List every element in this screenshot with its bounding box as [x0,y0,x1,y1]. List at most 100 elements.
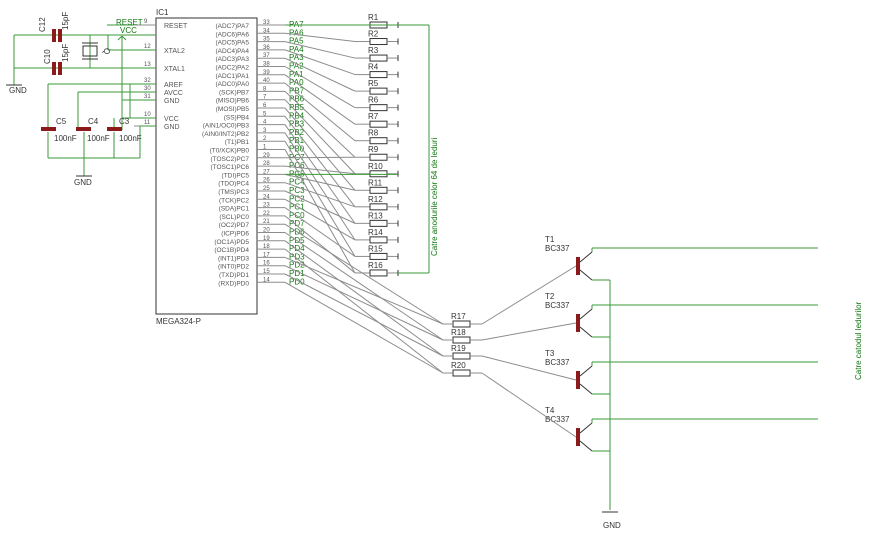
right-pin-net: PD0 [289,277,305,286]
right-pin-function: (AIN1/OC0)PB3 [203,123,250,130]
cap-c5-name: C5 [56,117,67,126]
transistor-name: T3 [545,349,555,358]
transistor-collector-leg [579,251,593,263]
right-pin-net: PD2 [289,261,305,270]
right-pin-function: (ADC7)PA7 [216,23,250,30]
anode-resistor-name: R5 [368,79,379,88]
anode-resistor-name: R3 [368,46,379,55]
right-pin-number: 1 [263,145,267,151]
anode-resistor-name: R12 [368,195,383,204]
anode-resistor [369,186,388,194]
right-pin-number: 25 [263,186,270,192]
right-pin-number: 36 [263,45,270,51]
right-pin-function: (SDA)PC1 [219,206,250,213]
cap-c3-name: C3 [119,117,130,126]
right-pin-function: (ADC2)PA2 [216,65,250,72]
gnd-label-right: GND [603,521,621,530]
anode-resistor [369,153,388,161]
anode-resistor [369,38,388,46]
right-pin-net: PC6 [289,161,305,170]
transistor-base-wire [481,355,577,381]
right-pin-function: (TOSC2)PC7 [210,156,249,163]
right-pin-number: 34 [263,28,270,34]
note-cathodes: Catre catodul ledurilor [854,301,863,380]
transistor-name: T2 [545,292,555,301]
right-pin-net: PD4 [289,244,305,253]
cap-c12-value: 15pF [61,12,70,30]
anode-resistor [369,269,388,277]
cap-c3-value: 100nF [119,134,142,143]
right-pin-net: PC2 [289,194,305,203]
anode-resistor-name: R2 [368,30,379,39]
pd-fan-wire [284,232,444,341]
transistor-collector-leg [579,422,593,434]
right-pin-function: (MISO)PB6 [216,98,250,105]
right-pin-function: (ADC1)PA1 [216,73,250,80]
right-pin-function: (RXD)PD0 [218,280,249,287]
anode-resistor [369,170,388,178]
right-pin-number: 23 [263,203,270,209]
transistor-name: T1 [545,235,555,244]
pd-fan-wire [284,223,444,325]
anode-resistor-name: R11 [368,178,383,187]
left-pin-label: VCC [164,116,179,123]
right-pin-number: 14 [263,277,270,283]
right-pin-function: (ICP)PD6 [221,231,249,238]
right-pin-number: 33 [263,20,270,26]
right-pin-number: 4 [263,120,267,126]
right-pin-number: 18 [263,244,270,250]
transistor-base-wire [481,372,577,438]
right-pin-function: (SCL)PC0 [219,214,249,221]
anode-resistor [369,252,388,260]
transistor-base-bar [576,314,580,332]
ic-name: IC1 [156,8,169,17]
transistor-name: T4 [545,406,555,415]
right-pin-function: (TXD)PD1 [219,272,249,279]
anode-resistor [369,104,388,112]
right-pin-net: PC3 [289,186,305,195]
right-pin-net: PB3 [289,120,305,129]
net-label-reset: RESET [116,18,143,27]
anode-resistor-name: R4 [368,63,379,72]
net-label-vcc: VCC [120,26,137,35]
right-pin-net: PB5 [289,103,305,112]
transistor-collector-leg [579,308,593,320]
right-pin-number: 16 [263,261,270,267]
right-pin-number: 17 [263,252,270,258]
cap-c10-value: 15pF [61,44,70,62]
right-pin-function: (ADC4)PA4 [216,48,250,55]
anode-resistor-name: R8 [368,129,379,138]
right-pin-number: 8 [263,86,267,92]
anode-resistor-name: R9 [368,145,379,154]
anode-resistor [369,137,388,145]
ic-left-pins: 9RESET12XTAL213XTAL132AREF30AVCC31GND10V… [107,19,188,131]
cap-c10-plate-b [58,62,62,75]
anode-fan-wire [284,74,356,125]
anode-fan-wire [284,82,356,142]
anode-resistor [369,87,388,95]
right-pin-number: 24 [263,194,270,200]
cap-c5-plate [41,127,56,131]
transistor-base-wire [481,322,577,341]
pd-fan-wire [284,240,444,357]
right-pin-function: (SS)PB4 [224,114,250,121]
anode-resistor-name: R10 [368,162,383,171]
anode-resistor-name: R1 [368,13,379,22]
base-resistor-name: R17 [451,312,466,321]
right-pin-number: 5 [263,111,267,117]
pc-fan-wire [284,190,356,224]
note-anodes: Catre anodurile celor 64 de leduri [430,137,439,256]
gnd-label-left: GND [9,86,27,95]
pd-fan-wire [284,273,444,357]
transistor-base-bar [576,257,580,275]
anode-resistor-name: R13 [368,211,383,220]
cap-c10-plate-a [52,62,56,75]
cap-c3-plate [107,127,122,131]
right-pin-net: PC1 [289,203,305,212]
anode-fan-wire [284,115,356,208]
anode-fan-wire [284,132,356,241]
ic-part: MEGA324-P [156,317,201,326]
anode-fan-wire [284,91,356,158]
pd-fan-wire [284,248,444,374]
right-pin-number: 38 [263,62,270,68]
